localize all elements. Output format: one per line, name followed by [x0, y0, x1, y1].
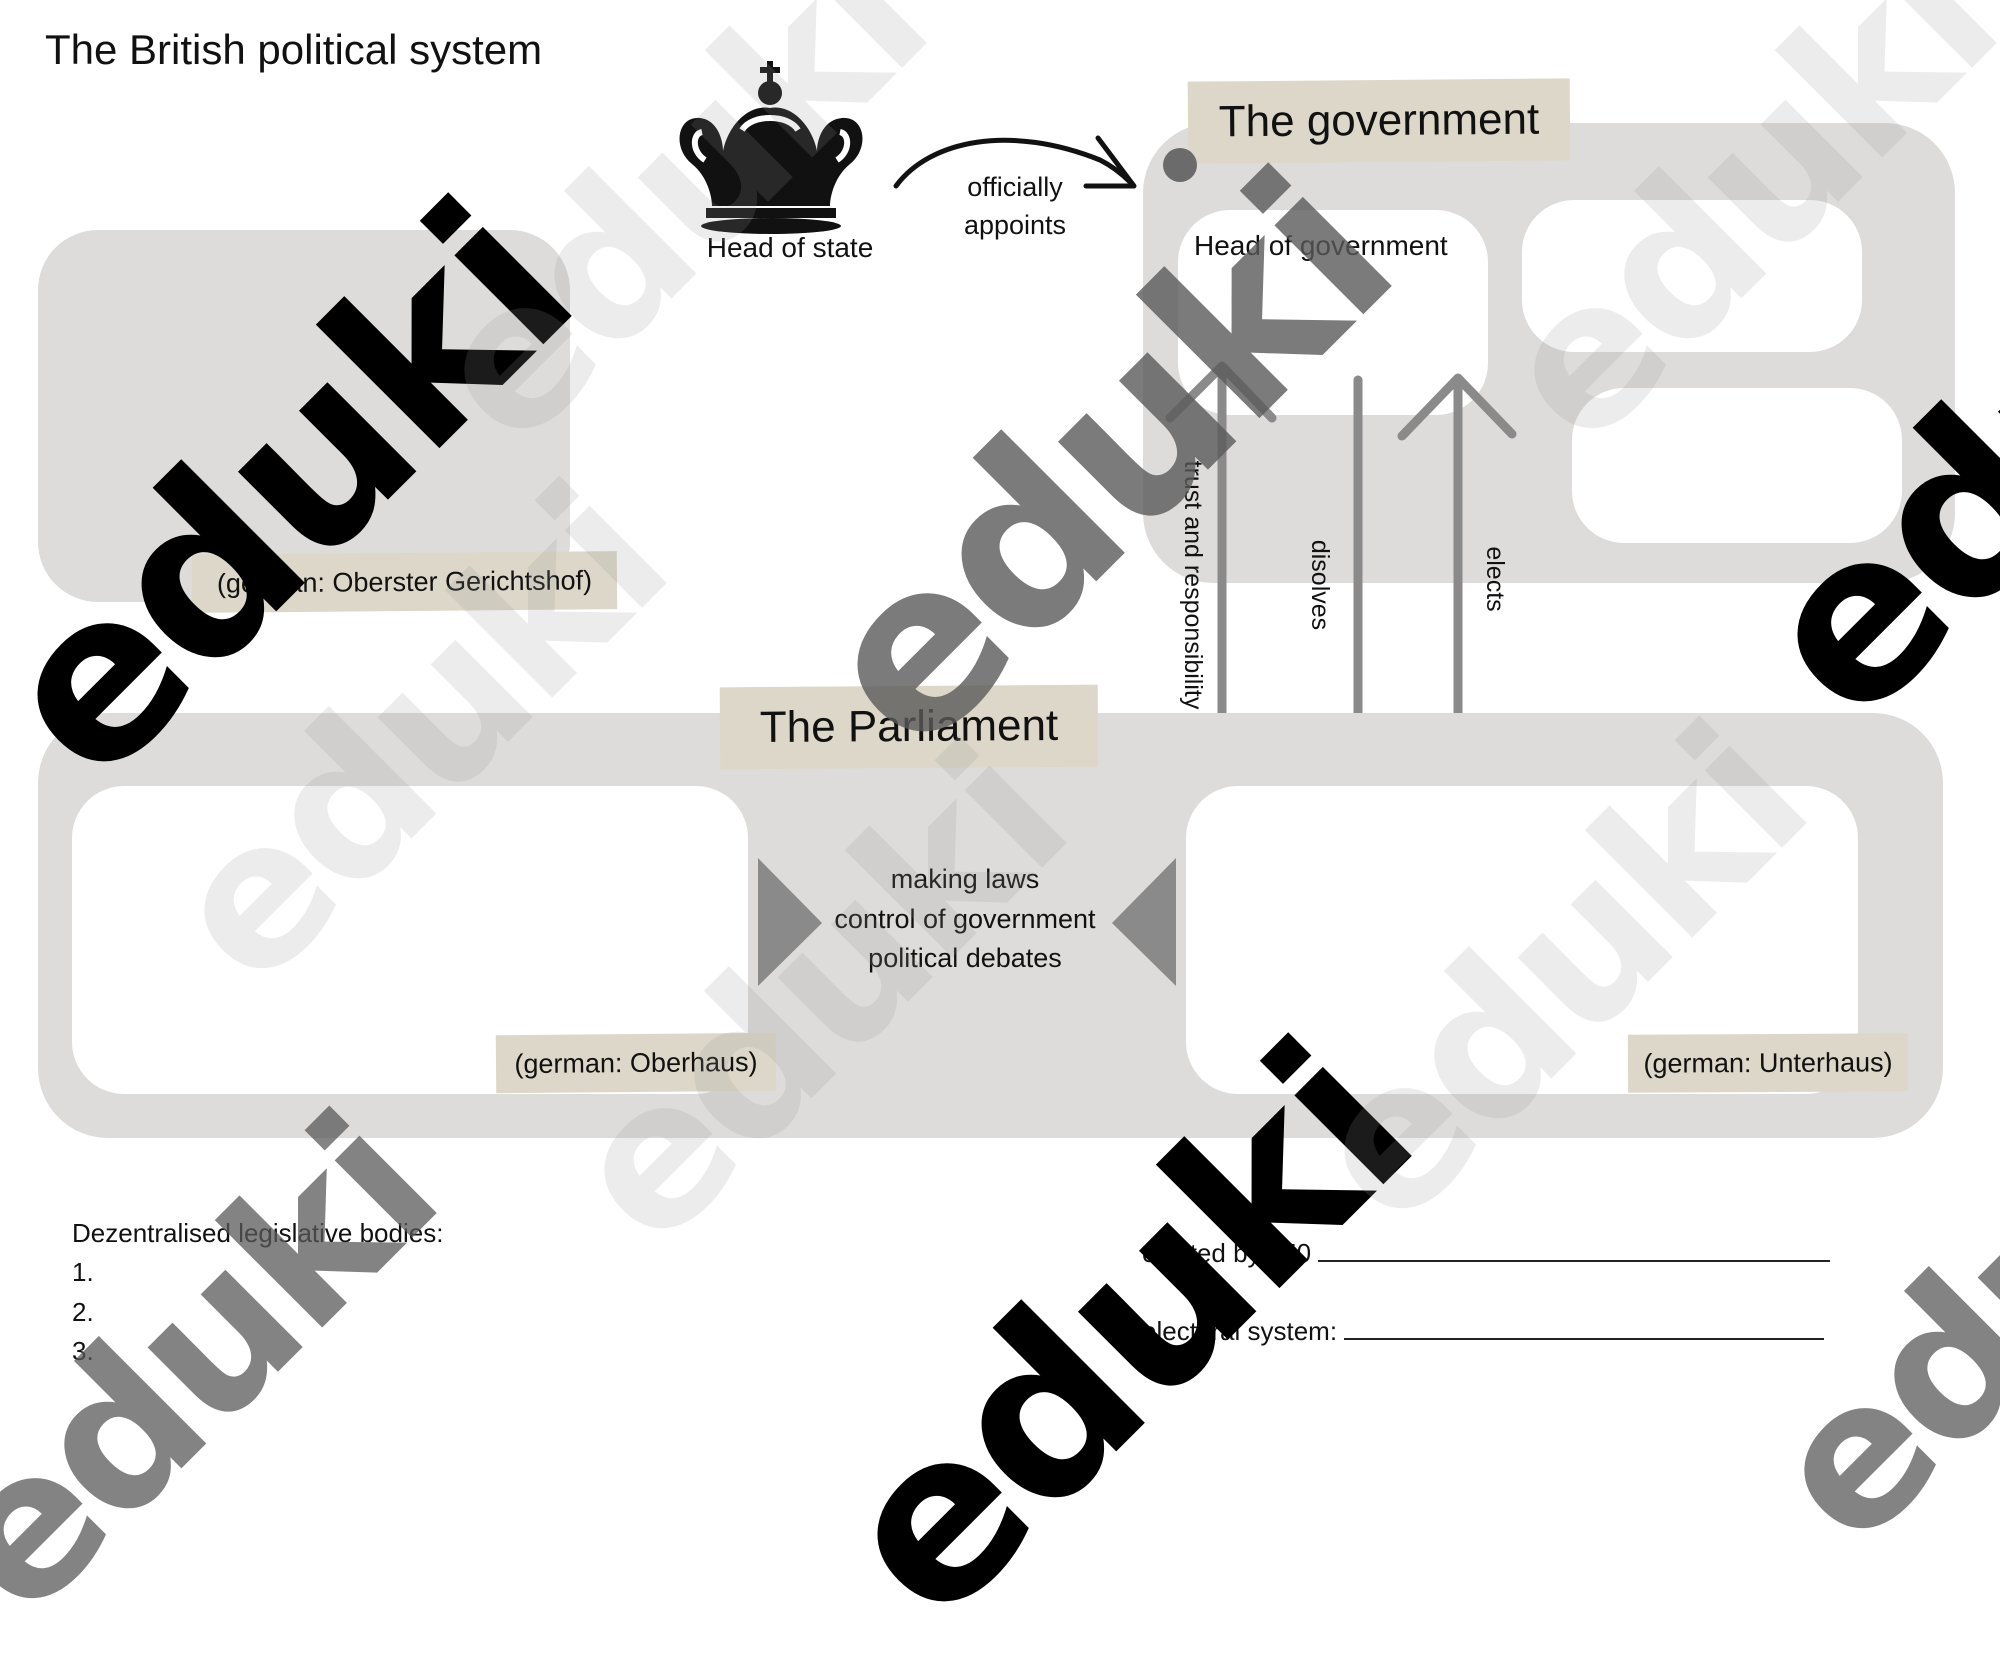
lower-house-german-label: (german: Unterhaus) — [1627, 1033, 1909, 1093]
head-of-government-label: Head of government — [1194, 230, 1448, 261]
parliament-function-1: making laws — [890, 864, 1040, 894]
trust-responsibility-label: trust and responsibility — [1179, 460, 1207, 710]
decentralised-item-2: 2. — [72, 1297, 94, 1327]
elected-by-label: elected by 650 — [1142, 1238, 1312, 1268]
arrow-left-triangle — [1112, 858, 1176, 986]
elects-label: elects — [1481, 546, 1509, 612]
decentralised-item-1: 1. — [72, 1257, 94, 1287]
supreme-court-panel — [38, 230, 570, 602]
elected-by-row: elected by 650 — [1142, 1238, 1831, 1269]
parliament-title: The Parliament — [719, 684, 1099, 770]
head-of-government-box — [1178, 210, 1488, 415]
government-title: The government — [1187, 78, 1571, 164]
head-of-state-label: Head of state — [706, 232, 874, 263]
electoral-system-blank[interactable] — [1344, 1338, 1825, 1340]
elected-by-blank[interactable] — [1318, 1260, 1831, 1262]
government-box-top-right — [1522, 200, 1862, 352]
arrow-right-triangle — [758, 858, 822, 986]
appoints-label-line1: officially — [967, 172, 1063, 202]
appoints-arrow — [893, 135, 1137, 189]
parliament-function-3: political debates — [868, 943, 1062, 973]
upper-house-german-label: (german: Oberhaus) — [495, 1032, 777, 1094]
electoral-system-label: electoral system: — [1142, 1316, 1338, 1346]
parliament-function-2: control of government — [834, 904, 1096, 934]
government-box-bottom-right — [1572, 388, 1902, 543]
dissolves-label: disolves — [1306, 539, 1334, 631]
appoints-label-line2: appoints — [963, 210, 1067, 240]
decentralised-heading: Dezentralised legislative bodies: — [72, 1218, 444, 1248]
page-title: The British political system — [45, 26, 543, 73]
crown-icon — [679, 61, 863, 234]
decentralised-item-3: 3. — [72, 1336, 94, 1366]
supreme-court-german-label: (german: Oberster Gerichtshof) — [191, 551, 618, 613]
electoral-system-row: electoral system: — [1142, 1316, 1825, 1347]
government-dot — [1163, 148, 1197, 182]
